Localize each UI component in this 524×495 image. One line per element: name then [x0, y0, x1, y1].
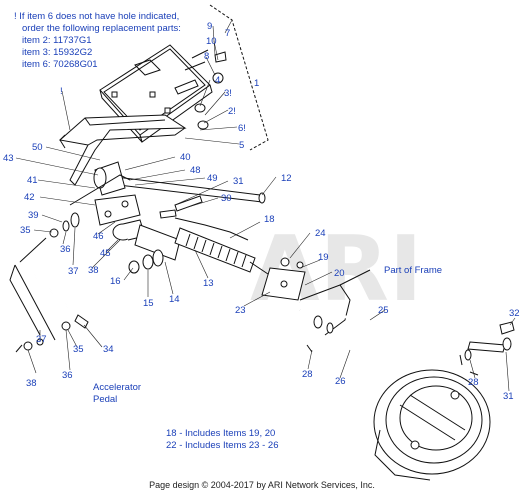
- callout-32: 32: [509, 308, 520, 319]
- replacement-note: ! If item 6 does not have hole indicated…: [14, 11, 181, 70]
- includes-note-18: 18 - Includes Items 19, 20: [166, 428, 275, 439]
- callout-1: 1: [254, 78, 259, 89]
- page-footer: Page design © 2004-2017 by ARI Network S…: [149, 480, 375, 490]
- callout-7: 7: [225, 28, 230, 39]
- callout-8: 8: [204, 51, 209, 62]
- pedal-arm: [58, 114, 187, 186]
- callout-5: 5: [239, 140, 244, 151]
- callout-2: 2!: [228, 106, 236, 117]
- hardware-fasteners: [159, 51, 479, 376]
- callout-45: 45: [100, 248, 111, 259]
- callout-46: 46: [93, 231, 104, 242]
- callout-31-right: 31: [503, 391, 514, 402]
- callout-36: 36: [60, 244, 71, 255]
- callout-48: 48: [190, 165, 201, 176]
- leader-lines: [15, 19, 516, 392]
- callout-numbers: 9 10 8 7 1 4 3! 2! 6! ! 5 50 40 48 43 49…: [3, 21, 520, 402]
- pedal-plate: [99, 44, 213, 143]
- governor-housing: [373, 369, 491, 481]
- callout-41: 41: [27, 175, 38, 186]
- callout-20: 20: [334, 268, 345, 279]
- callout-43: 43: [3, 153, 14, 164]
- includes-note-22: 22 - Includes Items 23 - 26: [166, 440, 278, 451]
- callout-3: 3!: [224, 88, 232, 99]
- svg-text:item 3: 15932G2: item 3: 15932G2: [22, 47, 92, 58]
- callout-34: 34: [103, 344, 114, 355]
- pivot-shaft: [69, 161, 266, 206]
- callout-10: 10: [206, 36, 217, 47]
- callout-25: 25: [378, 305, 389, 316]
- accelerator-pedal-label-2: Pedal: [93, 394, 117, 405]
- accelerator-pedal-label-1: Accelerator: [93, 382, 141, 393]
- svg-text:item 6: 70268G01: item 6: 70268G01: [22, 59, 98, 70]
- callout-38-upper: 38: [88, 265, 99, 276]
- callout-35-lower: 35: [73, 344, 84, 355]
- callout-28-right: 28: [468, 377, 479, 388]
- pedal-assembly-outline: [209, 4, 269, 151]
- callout-bang: !: [60, 86, 63, 97]
- svg-text:order the following replacemen: order the following replacement parts:: [22, 23, 181, 34]
- callout-36-lower: 36: [62, 370, 73, 381]
- cable-bracket: [261, 257, 306, 301]
- callout-35: 35: [20, 225, 31, 236]
- callout-12: 12: [281, 173, 292, 184]
- callout-38-lower: 38: [26, 378, 37, 389]
- callout-24: 24: [315, 228, 326, 239]
- callout-28-left: 28: [302, 369, 313, 380]
- callout-14: 14: [169, 294, 180, 305]
- callout-19: 19: [318, 252, 329, 263]
- callout-30: 30: [221, 193, 232, 204]
- callout-13: 13: [203, 278, 214, 289]
- accelerator-rod: [9, 237, 89, 353]
- svg-text:item 2: 11737G1: item 2: 11737G1: [22, 35, 92, 46]
- callout-23: 23: [235, 305, 246, 316]
- callout-18: 18: [264, 214, 275, 225]
- callout-26: 26: [335, 376, 346, 387]
- callout-37: 37: [68, 266, 79, 277]
- callout-42: 42: [24, 192, 35, 203]
- svg-text:! If item 6 does not have hole: ! If item 6 does not have hole indicated…: [14, 11, 179, 22]
- callout-15: 15: [143, 298, 154, 309]
- cable-end-connector: [464, 321, 515, 361]
- callout-49: 49: [207, 173, 218, 184]
- callout-31: 31: [233, 176, 244, 187]
- callout-4: 4: [215, 75, 220, 86]
- spring-assembly: [128, 217, 293, 291]
- callout-6: 6!: [238, 123, 246, 134]
- throttle-cable: [299, 300, 506, 389]
- callout-40: 40: [180, 152, 191, 163]
- callout-9: 9: [207, 21, 212, 32]
- callout-16: 16: [110, 276, 121, 287]
- callout-50: 50: [32, 142, 43, 153]
- part-of-frame-label: Part of Frame: [384, 265, 442, 276]
- frame-fragment: [299, 269, 371, 336]
- callout-37-lower: 37: [36, 334, 47, 345]
- callout-39: 39: [28, 210, 39, 221]
